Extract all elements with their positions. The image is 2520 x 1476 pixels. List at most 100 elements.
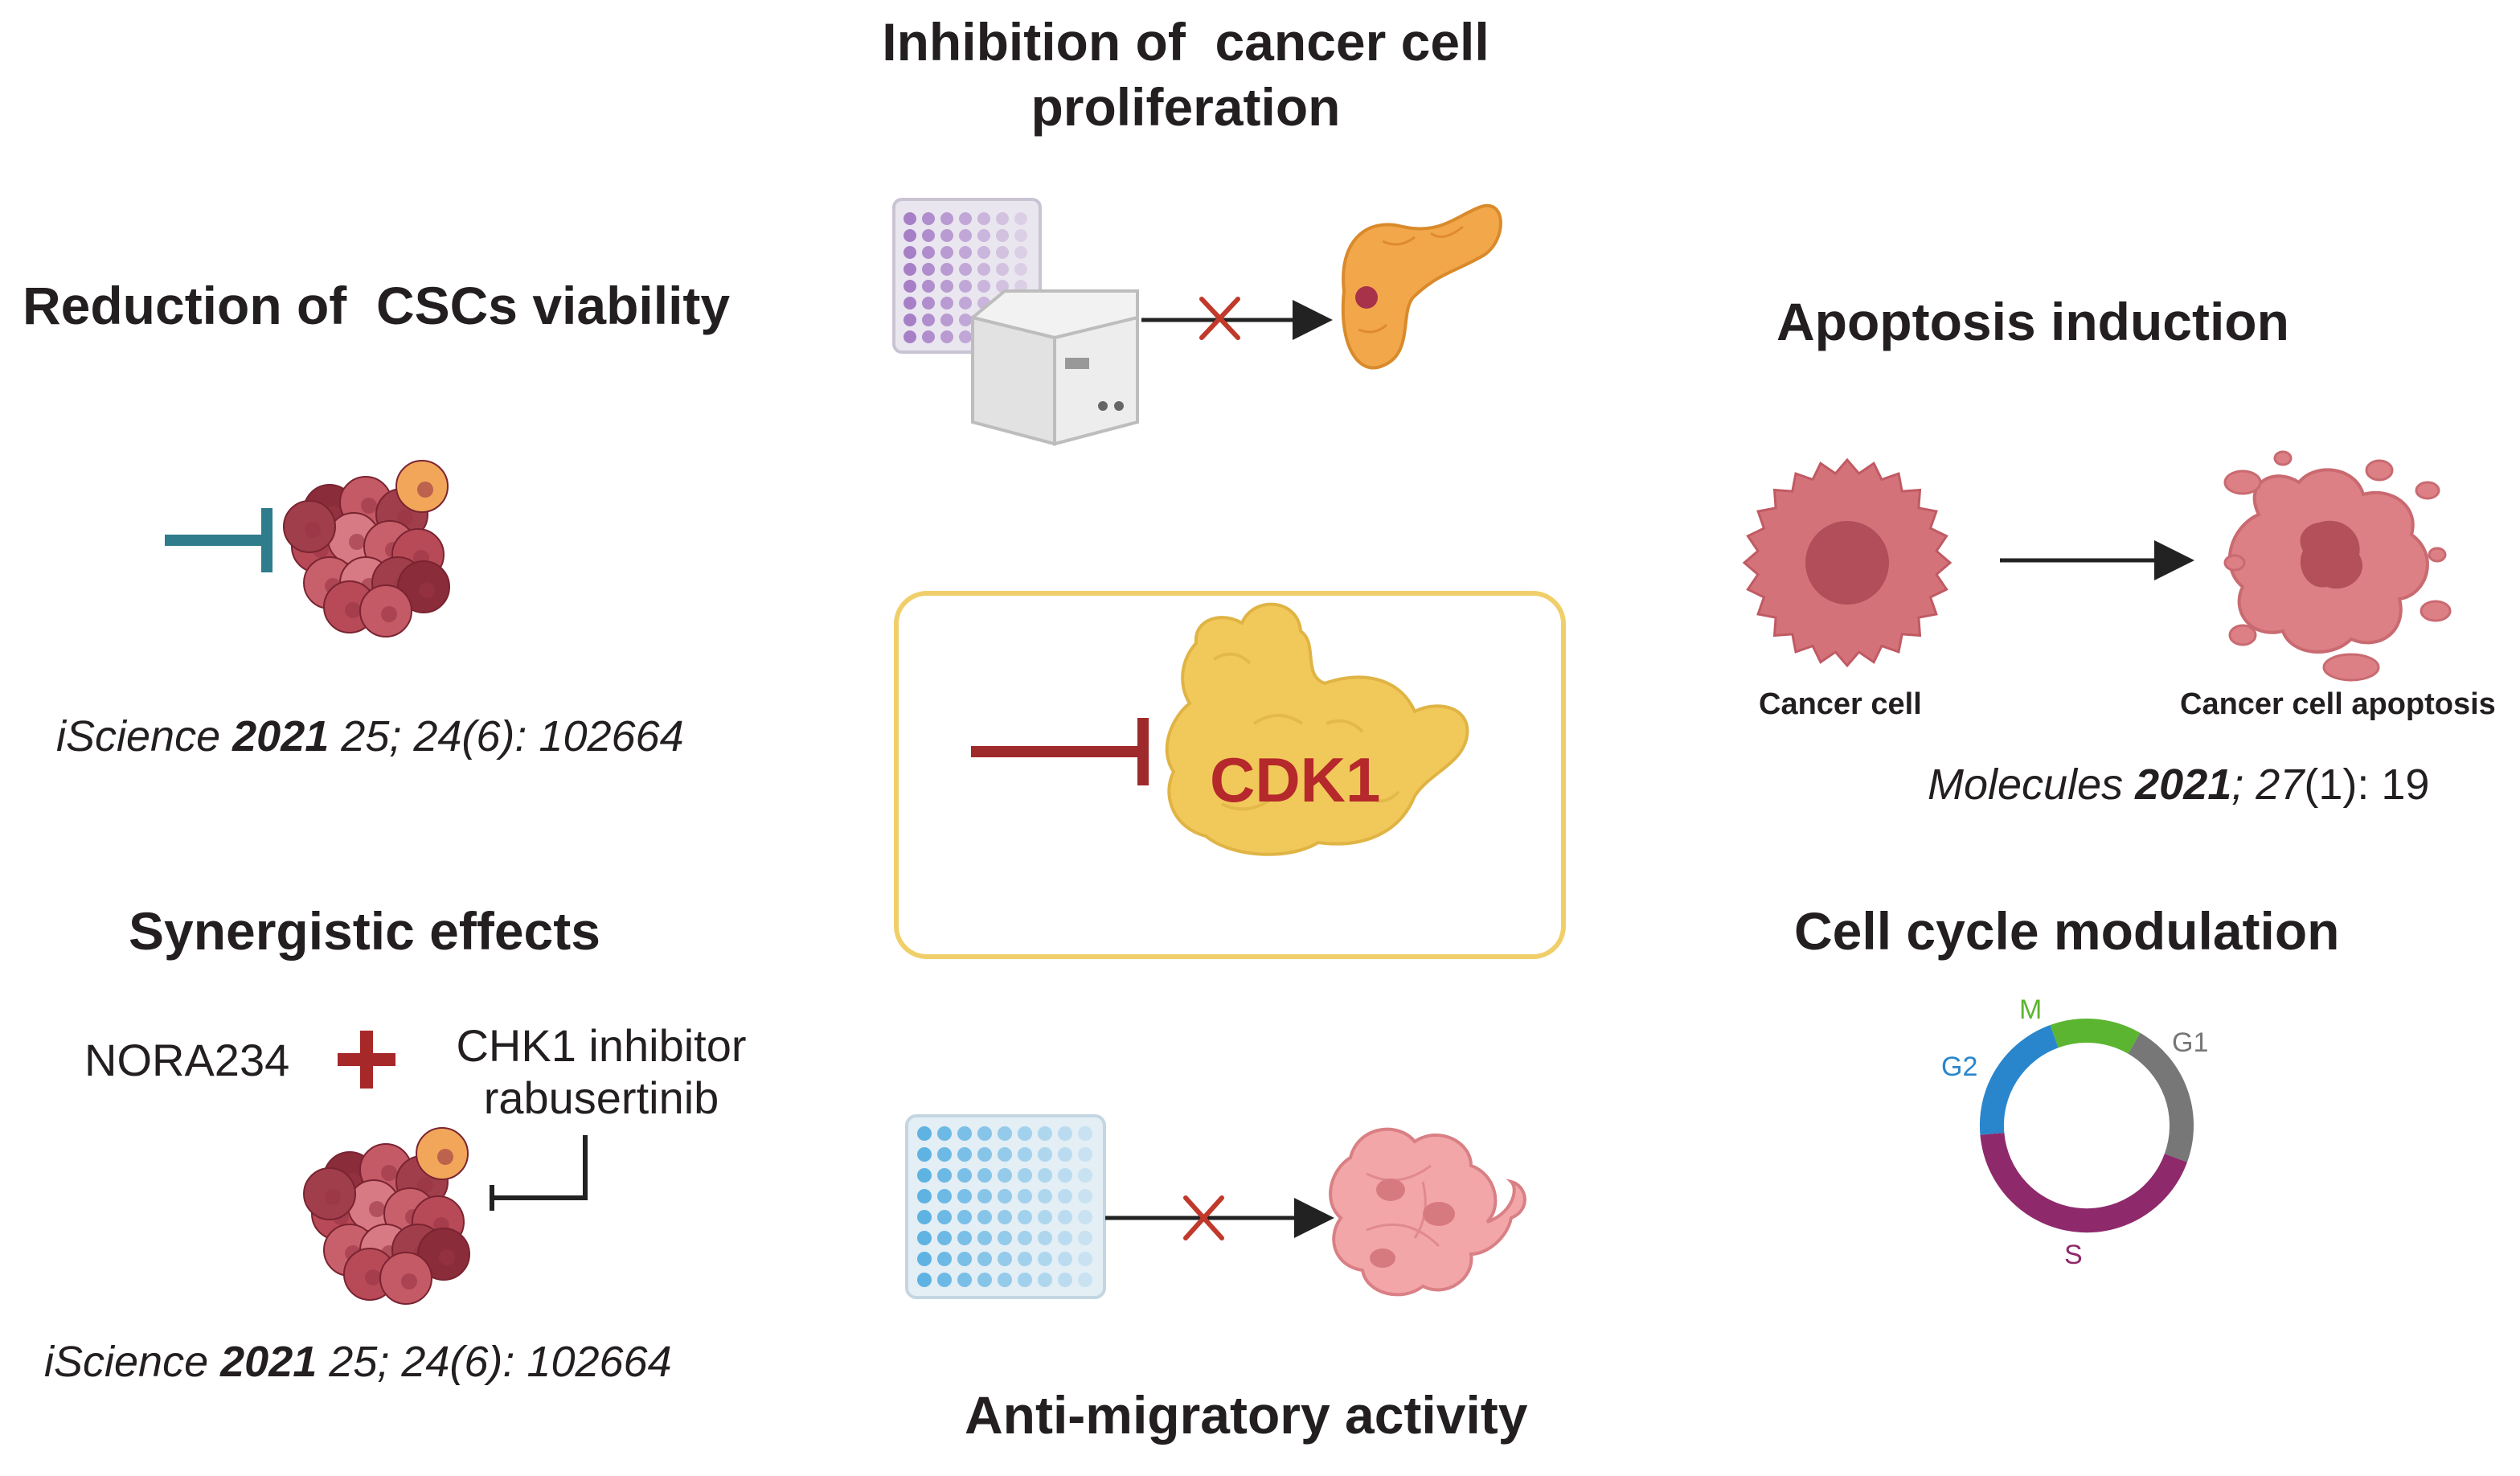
plate-well	[922, 246, 935, 259]
plate-well	[1014, 263, 1027, 276]
plate-well	[922, 314, 935, 326]
proliferation-title-line1: Inhibition of cancer cell	[882, 12, 1489, 72]
plate-well	[977, 1252, 992, 1266]
apoptosis-citation: Molecules 2021; 27(1): 19	[1928, 760, 2429, 810]
cdk1-label: CDK1	[1210, 744, 1381, 815]
plate-well	[917, 1252, 932, 1266]
plate-well	[917, 1189, 932, 1203]
apoptosis-cite-journal: Molecules	[1928, 761, 2124, 809]
spheroid-nucleus	[397, 510, 413, 526]
spheroid-nucleus	[381, 1165, 397, 1181]
plate-well	[977, 1210, 992, 1224]
plate-well	[1058, 1147, 1072, 1162]
plate-well	[937, 1168, 952, 1183]
synergy-partner-line2: rabusertinib	[483, 1072, 719, 1123]
plate-well	[977, 1231, 992, 1245]
spheroid-nucleus	[439, 1249, 455, 1265]
plate-well	[957, 1252, 972, 1266]
synergy-cite-rest: 25; 24(6): 102664	[329, 1338, 672, 1386]
plate-well	[922, 212, 935, 225]
plate-well	[959, 280, 972, 293]
synergy-partner: CHK1 inhibitor rabusertinib	[440, 1019, 762, 1124]
plate-well	[959, 330, 972, 343]
plate-well	[904, 263, 916, 276]
cell-cycle-segment-m	[2050, 1018, 2141, 1055]
plate-well	[922, 229, 935, 242]
plate-well	[959, 314, 972, 326]
plate-well	[937, 1189, 952, 1203]
plate-reader-icon	[971, 289, 1139, 446]
plate-well	[1078, 1168, 1092, 1183]
plate-well	[996, 263, 1009, 276]
plate-well	[977, 1273, 992, 1287]
plate-well	[957, 1147, 972, 1162]
plate-well	[1078, 1252, 1092, 1266]
plate-well	[904, 246, 916, 259]
spheroid-nucleus	[437, 1149, 453, 1165]
apoptosis-title: Apoptosis induction	[1776, 292, 2289, 351]
phase-label-m: M	[2019, 994, 2043, 1025]
plate-well	[957, 1273, 972, 1287]
cdk1-protein-icon	[1165, 602, 1469, 856]
spheroid-nucleus	[305, 522, 321, 538]
plate-well	[977, 280, 990, 293]
plate-well	[940, 297, 953, 310]
plate-well	[1038, 1231, 1052, 1245]
plate-well	[922, 280, 935, 293]
plate-well	[1058, 1273, 1072, 1287]
apoptosis-cite-year: 2021	[2135, 761, 2232, 809]
plate-well	[996, 246, 1009, 259]
plate-well	[1014, 229, 1027, 242]
plate-well	[1018, 1168, 1032, 1183]
csc-citation: iScience 2021 25; 24(6): 102664	[56, 711, 684, 761]
csc-cite-journal: iScience	[56, 712, 221, 761]
plate-well	[1058, 1189, 1072, 1203]
spheroid-nucleus	[417, 482, 433, 498]
plate-well	[940, 246, 953, 259]
spheroid-nucleus	[365, 1269, 381, 1285]
plate-well	[959, 263, 972, 276]
plate-well	[998, 1252, 1012, 1266]
plate-well	[1058, 1231, 1072, 1245]
spheroid-nucleus	[401, 1273, 417, 1289]
spheroid-nucleus	[345, 602, 361, 618]
plate-well	[940, 263, 953, 276]
cell-cycle-segment-g1	[2128, 1032, 2194, 1162]
plate-well	[940, 330, 953, 343]
plate-well	[904, 297, 916, 310]
plate-well	[904, 330, 916, 343]
spheroid-nucleus	[417, 1177, 433, 1193]
plate-well	[917, 1231, 932, 1245]
phase-label-s: S	[2064, 1240, 2083, 1270]
spheroid-nucleus	[361, 498, 377, 514]
plate-well	[1078, 1189, 1092, 1203]
plate-well	[977, 1147, 992, 1162]
synergy-title: Synergistic effects	[129, 901, 600, 961]
plate-well	[940, 280, 953, 293]
plate-well	[917, 1126, 932, 1141]
plate-well	[940, 314, 953, 326]
plate-well	[1018, 1252, 1032, 1266]
plate-well	[957, 1189, 972, 1203]
apoptosis-cite-sep: ;	[2231, 761, 2244, 809]
plate-well	[1058, 1252, 1072, 1266]
proliferation-title: Inhibition of cancer cell proliferation	[804, 10, 1567, 139]
plate-well	[917, 1210, 932, 1224]
plate-well	[957, 1231, 972, 1245]
plate-well	[998, 1147, 1012, 1162]
synergy-partner-line1: CHK1 inhibitor	[456, 1020, 747, 1071]
apoptosis-label-cell: Cancer cell	[1759, 687, 1922, 721]
plate-well	[922, 330, 935, 343]
apoptotic-cell-icon	[2223, 450, 2452, 682]
plate-well	[1078, 1126, 1092, 1141]
plate-well	[917, 1147, 932, 1162]
synergy-drug: NORA234	[84, 1035, 290, 1085]
plate-well	[937, 1210, 952, 1224]
plate-well	[937, 1273, 952, 1287]
synergy-spheroid-icon	[303, 1127, 470, 1305]
plate-well	[1078, 1273, 1092, 1287]
synergy-inhibition-line	[492, 1135, 588, 1200]
apoptosis-cite-issue: (1): 19	[2304, 761, 2430, 809]
plate-well	[957, 1168, 972, 1183]
